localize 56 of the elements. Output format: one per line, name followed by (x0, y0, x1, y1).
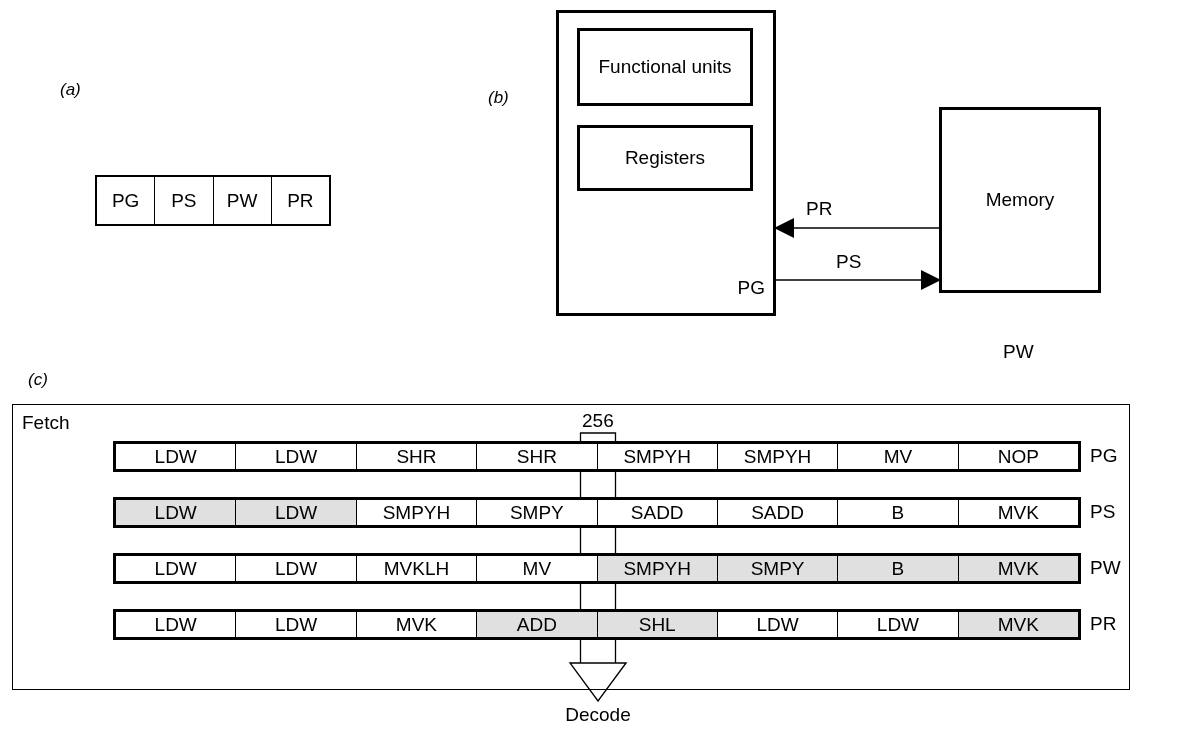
opcode-cell: MVK (958, 556, 1078, 581)
opcode-cell: B (838, 500, 959, 525)
opcode-cell: LDW (116, 556, 237, 581)
opcode-cell: MVKLH (356, 556, 478, 581)
stage-title: Fetch (22, 412, 70, 434)
functional-units-box (577, 28, 753, 106)
field-cell-text: PR (286, 188, 315, 213)
opcode-cell: ADD (477, 612, 598, 637)
row-label: PR (1090, 613, 1117, 635)
row-label: PG (1090, 445, 1118, 467)
row-label: PW (1090, 557, 1121, 579)
opcode-cell: SADD (597, 500, 718, 525)
opcode-cell: LDW (116, 444, 237, 469)
opcode-cell: MVK (958, 612, 1078, 637)
box-label: Memory (985, 189, 1055, 211)
opcode-cell: SHR (356, 444, 478, 469)
opcode-cell: SMPYH (597, 556, 718, 581)
opcode-cell: SADD (717, 500, 839, 525)
panel-letter: (a) (60, 80, 81, 100)
opcode-cell: SMPYH (717, 444, 839, 469)
field-cell: PG (97, 177, 156, 224)
opcode-cell: LDW (236, 556, 357, 581)
fetch-stage-box (12, 404, 1130, 690)
opcode-cell: SMPYH (356, 500, 478, 525)
row-label: PS (1090, 501, 1116, 523)
opcode-cell: LDW (236, 444, 357, 469)
box-label: Registers (624, 147, 706, 169)
opcode-cell: LDW (838, 612, 959, 637)
processor-box (556, 10, 776, 316)
opcode-cell: LDW (236, 612, 357, 637)
opcode-cell-text: NOP (996, 444, 1040, 469)
opcode-cell: SMPYH (597, 444, 718, 469)
port-label: PG (737, 277, 765, 299)
box-label: Functional units (598, 56, 732, 78)
opcode-cell: B (838, 556, 959, 581)
field-cell: PW (213, 177, 272, 224)
opcode-cell: SHR (477, 444, 598, 469)
opcode-cell: MV (477, 556, 598, 581)
panel-letter: (c) (28, 370, 48, 390)
opcode-cell: LDW (116, 500, 237, 525)
opcode-cell: SHL (597, 612, 718, 637)
opcode-cell: MV (838, 444, 959, 469)
arrow (774, 218, 940, 238)
field-cell: PS (155, 177, 214, 224)
memory-box (939, 107, 1101, 293)
opcode-cell: LDW (236, 500, 357, 525)
opcode-cell-text: MVK (996, 500, 1040, 525)
arrow (775, 270, 941, 290)
opcode-cell: LDW (717, 612, 839, 637)
registers-box (577, 125, 753, 191)
caption-text: PW (1003, 341, 1034, 363)
opcode-cell: LDW (116, 612, 237, 637)
stage-label: Decode (562, 702, 634, 728)
opcode-cell: SMPY (477, 500, 598, 525)
opcode-cell: SMPY (717, 556, 839, 581)
panel-letter: (b) (488, 88, 509, 108)
